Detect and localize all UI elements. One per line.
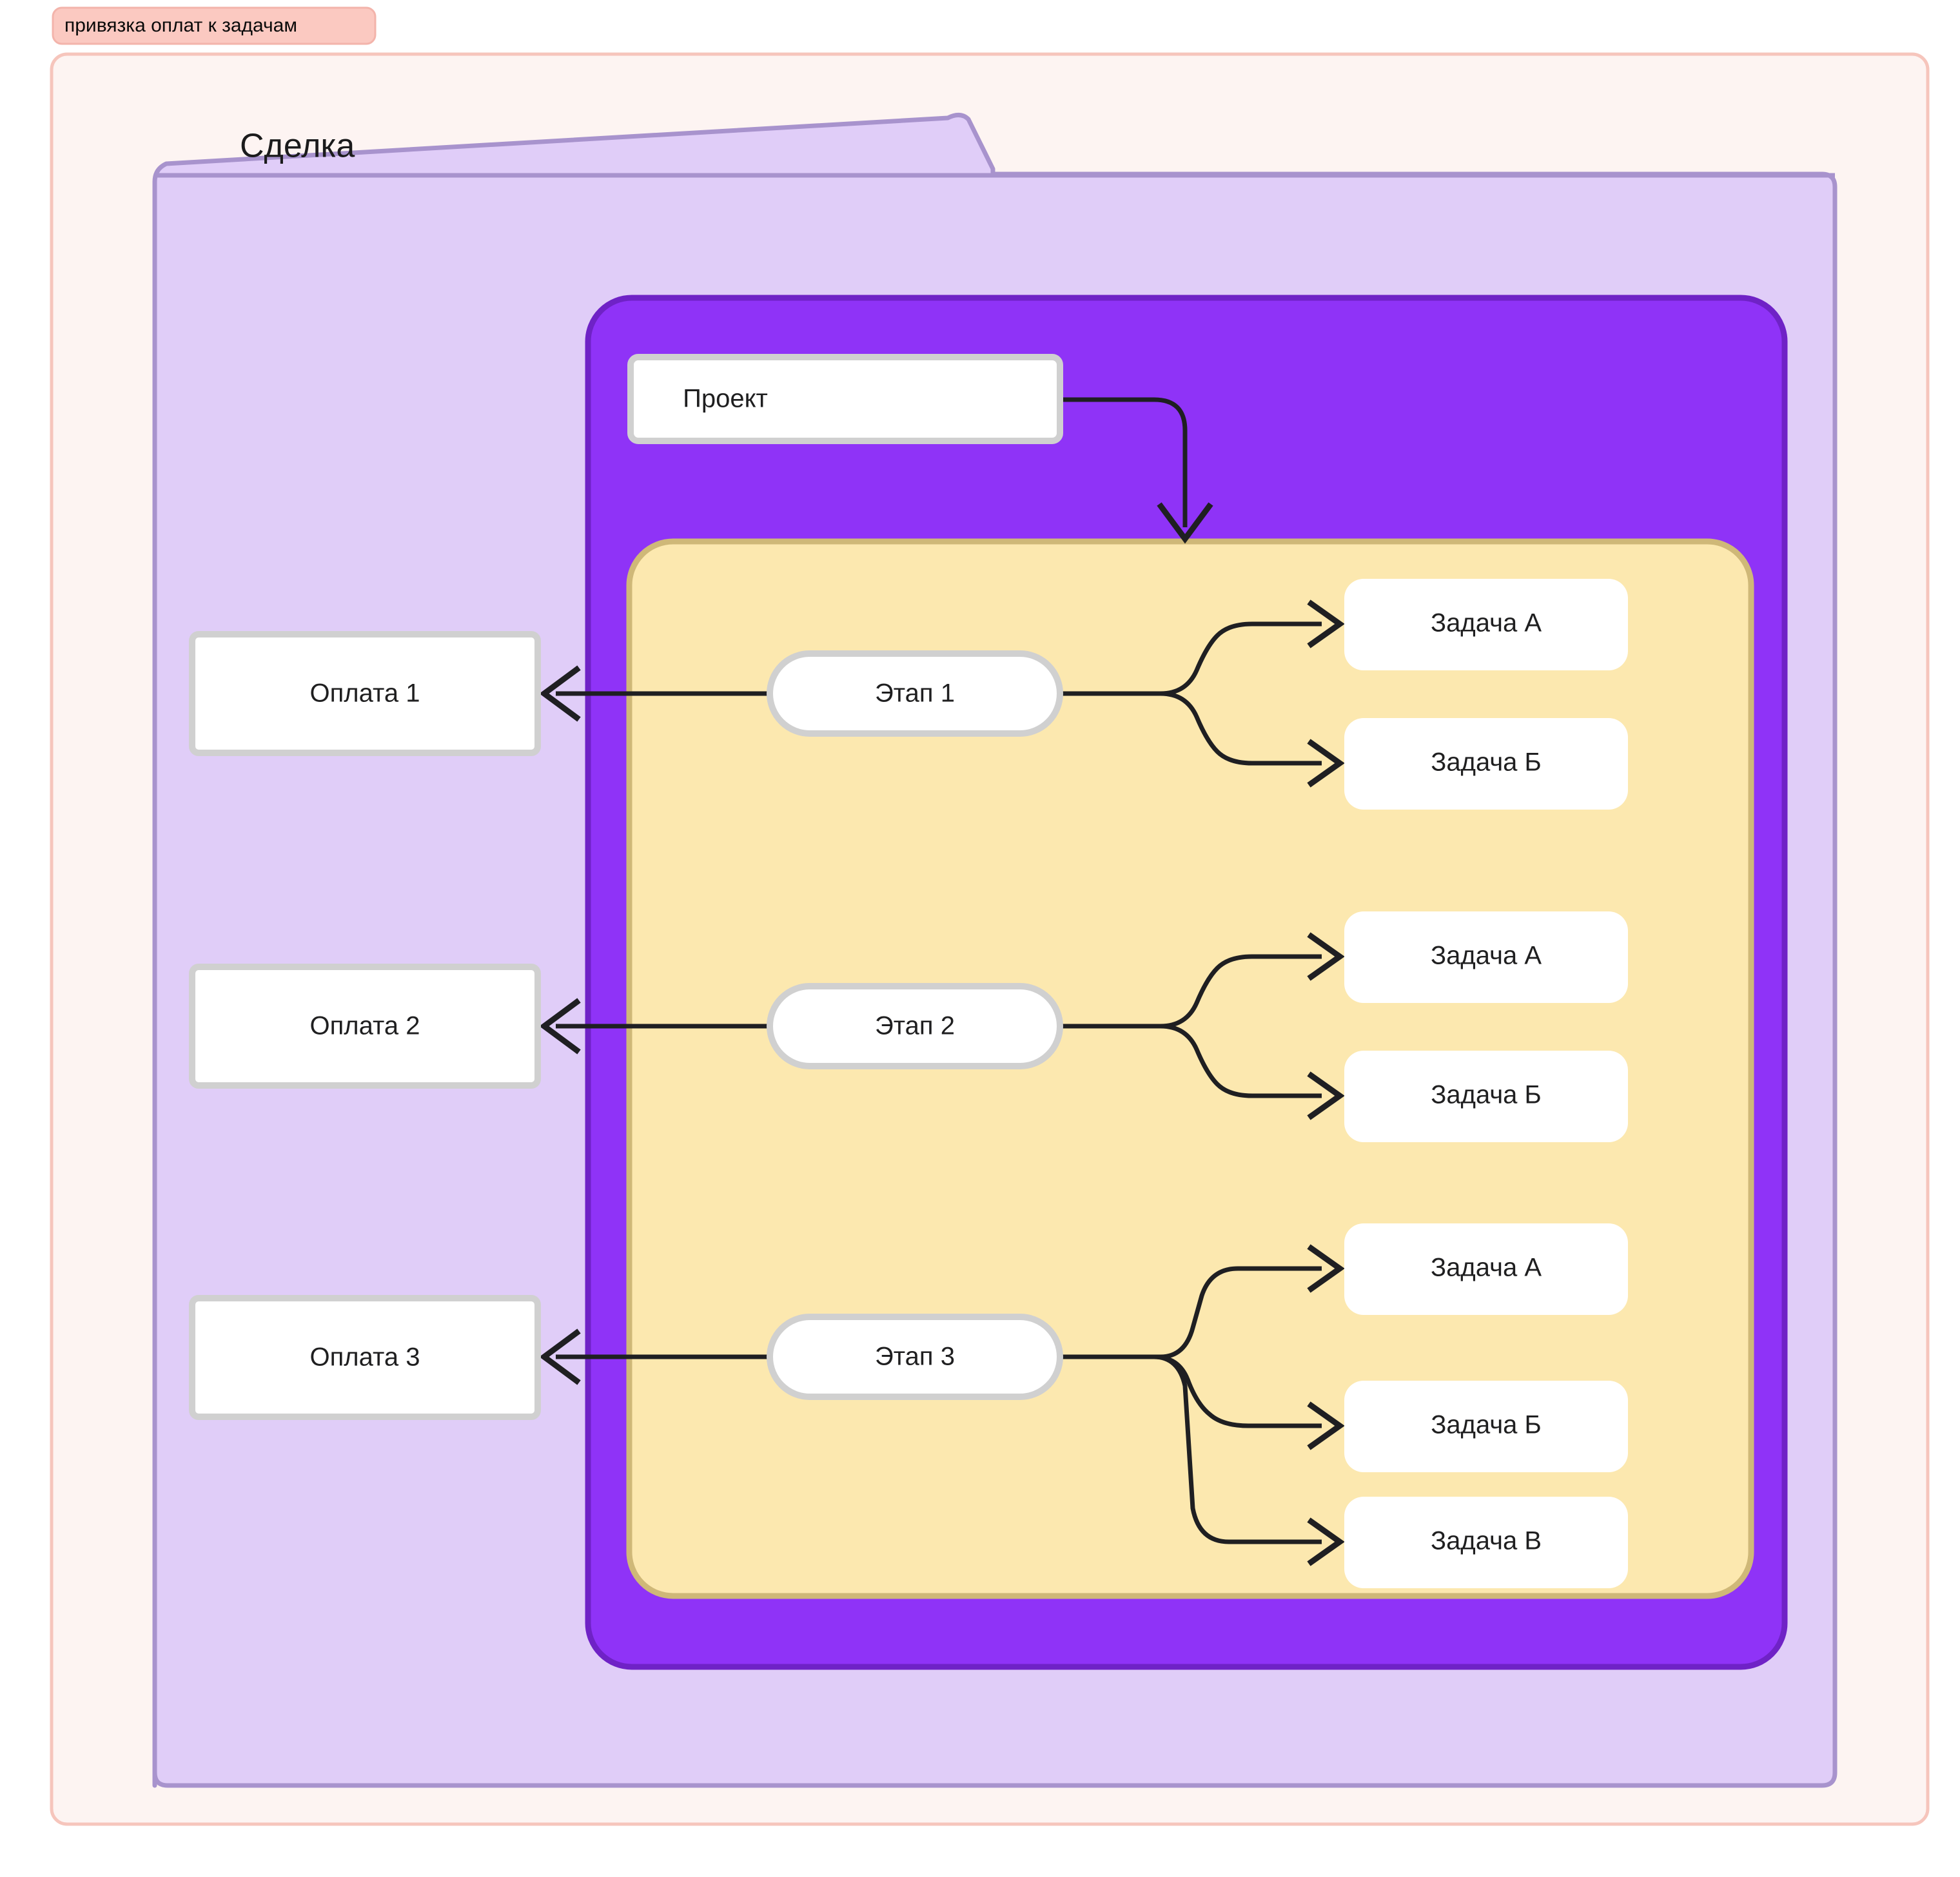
edge-stage3-to-taskA-arrowhead [1307,1244,1345,1293]
node-task-3c[interactable]: Задача В [1344,1497,1628,1588]
node-stage-3[interactable]: Этап 3 [767,1314,1063,1400]
edge-stage1-to-taskB [1056,691,1322,766]
node-payment-2-label: Оплата 2 [310,1012,420,1040]
edge-stage2-to-taskA-arrowhead [1307,932,1345,981]
node-payment-1-box[interactable] [189,631,541,756]
node-task-3a[interactable]: Задача А [1344,1223,1628,1315]
node-task-1b-box[interactable] [1344,718,1628,810]
edge-stage3-to-taskC-arrowhead [1307,1517,1345,1566]
node-task-1b[interactable]: Задача Б [1344,718,1628,810]
node-stage-2[interactable]: Этап 2 [767,983,1063,1069]
node-project-label: Проект [683,385,768,413]
edge-stage2-to-taskB-arrowhead [1307,1071,1345,1120]
node-payment-3-box[interactable] [189,1295,541,1420]
node-stage-1-box[interactable] [767,650,1063,737]
title-badge-label: привязка оплат к задачам [64,15,297,36]
node-payment-1-label: Оплата 1 [310,679,420,708]
node-task-3a-label: Задача А [1431,1254,1542,1282]
node-task-3a-box[interactable] [1344,1223,1628,1315]
edge-stage3-to-taskC [1056,1354,1322,1544]
edge-stage1-to-taskA [1056,621,1322,696]
node-task-2a-box[interactable] [1344,911,1628,1003]
edge-layer [539,397,1345,1566]
node-stage-3-box[interactable] [767,1314,1063,1400]
edge-stage1-to-taskB-arrowhead [1307,739,1345,788]
edge-stage1-to-taskA-arrowhead [1307,599,1345,648]
node-payment-2[interactable]: Оплата 2 [189,964,541,1089]
node-task-3b[interactable]: Задача Б [1344,1381,1628,1472]
edge-project-to-stages [1060,397,1188,527]
node-stage-2-box[interactable] [767,983,1063,1069]
node-task-3b-label: Задача Б [1431,1411,1542,1439]
edge-stage2-to-payment2-arrowhead [539,998,581,1055]
edge-stage1-to-payment1-arrowhead [539,665,581,722]
node-task-1a-label: Задача А [1431,609,1542,637]
node-payment-3-label: Оплата 3 [310,1343,420,1372]
node-project[interactable]: Проект [627,354,1063,444]
title-badge: привязка оплат к задачам [52,6,377,45]
edge-stage2-to-taskB [1056,1024,1322,1098]
edge-project-to-stages-arrowhead [1157,502,1213,544]
edge-stage3-to-payment3-arrowhead [539,1328,581,1385]
node-stage-2-label: Этап 2 [875,1012,955,1040]
node-task-3c-box[interactable] [1344,1497,1628,1588]
node-stage-1[interactable]: Этап 1 [767,650,1063,737]
node-payment-2-box[interactable] [189,964,541,1089]
edge-stage3-to-taskA [1056,1266,1322,1359]
title-badge-box [52,6,377,45]
node-payment-3[interactable]: Оплата 3 [189,1295,541,1420]
node-stage-3-label: Этап 3 [875,1343,955,1371]
node-task-1a-box[interactable] [1344,579,1628,670]
node-task-3b-box[interactable] [1344,1381,1628,1472]
node-task-2a[interactable]: Задача А [1344,911,1628,1003]
deal-cluster-title: Сделка [240,128,355,165]
node-task-1a[interactable]: Задача А [1344,579,1628,670]
node-task-1b-label: Задача Б [1431,748,1542,777]
node-task-2b[interactable]: Задача Б [1344,1051,1628,1142]
node-payment-1[interactable]: Оплата 1 [189,631,541,756]
node-task-2b-box[interactable] [1344,1051,1628,1142]
node-stage-1-label: Этап 1 [875,679,955,708]
node-task-2a-label: Задача А [1431,942,1542,970]
edge-stage2-to-taskA [1056,954,1322,1029]
node-project-box[interactable] [627,354,1063,444]
node-task-3c-label: Задача В [1431,1527,1542,1555]
edge-stage3-to-taskB-arrowhead [1307,1401,1345,1450]
node-task-2b-label: Задача Б [1431,1081,1542,1109]
